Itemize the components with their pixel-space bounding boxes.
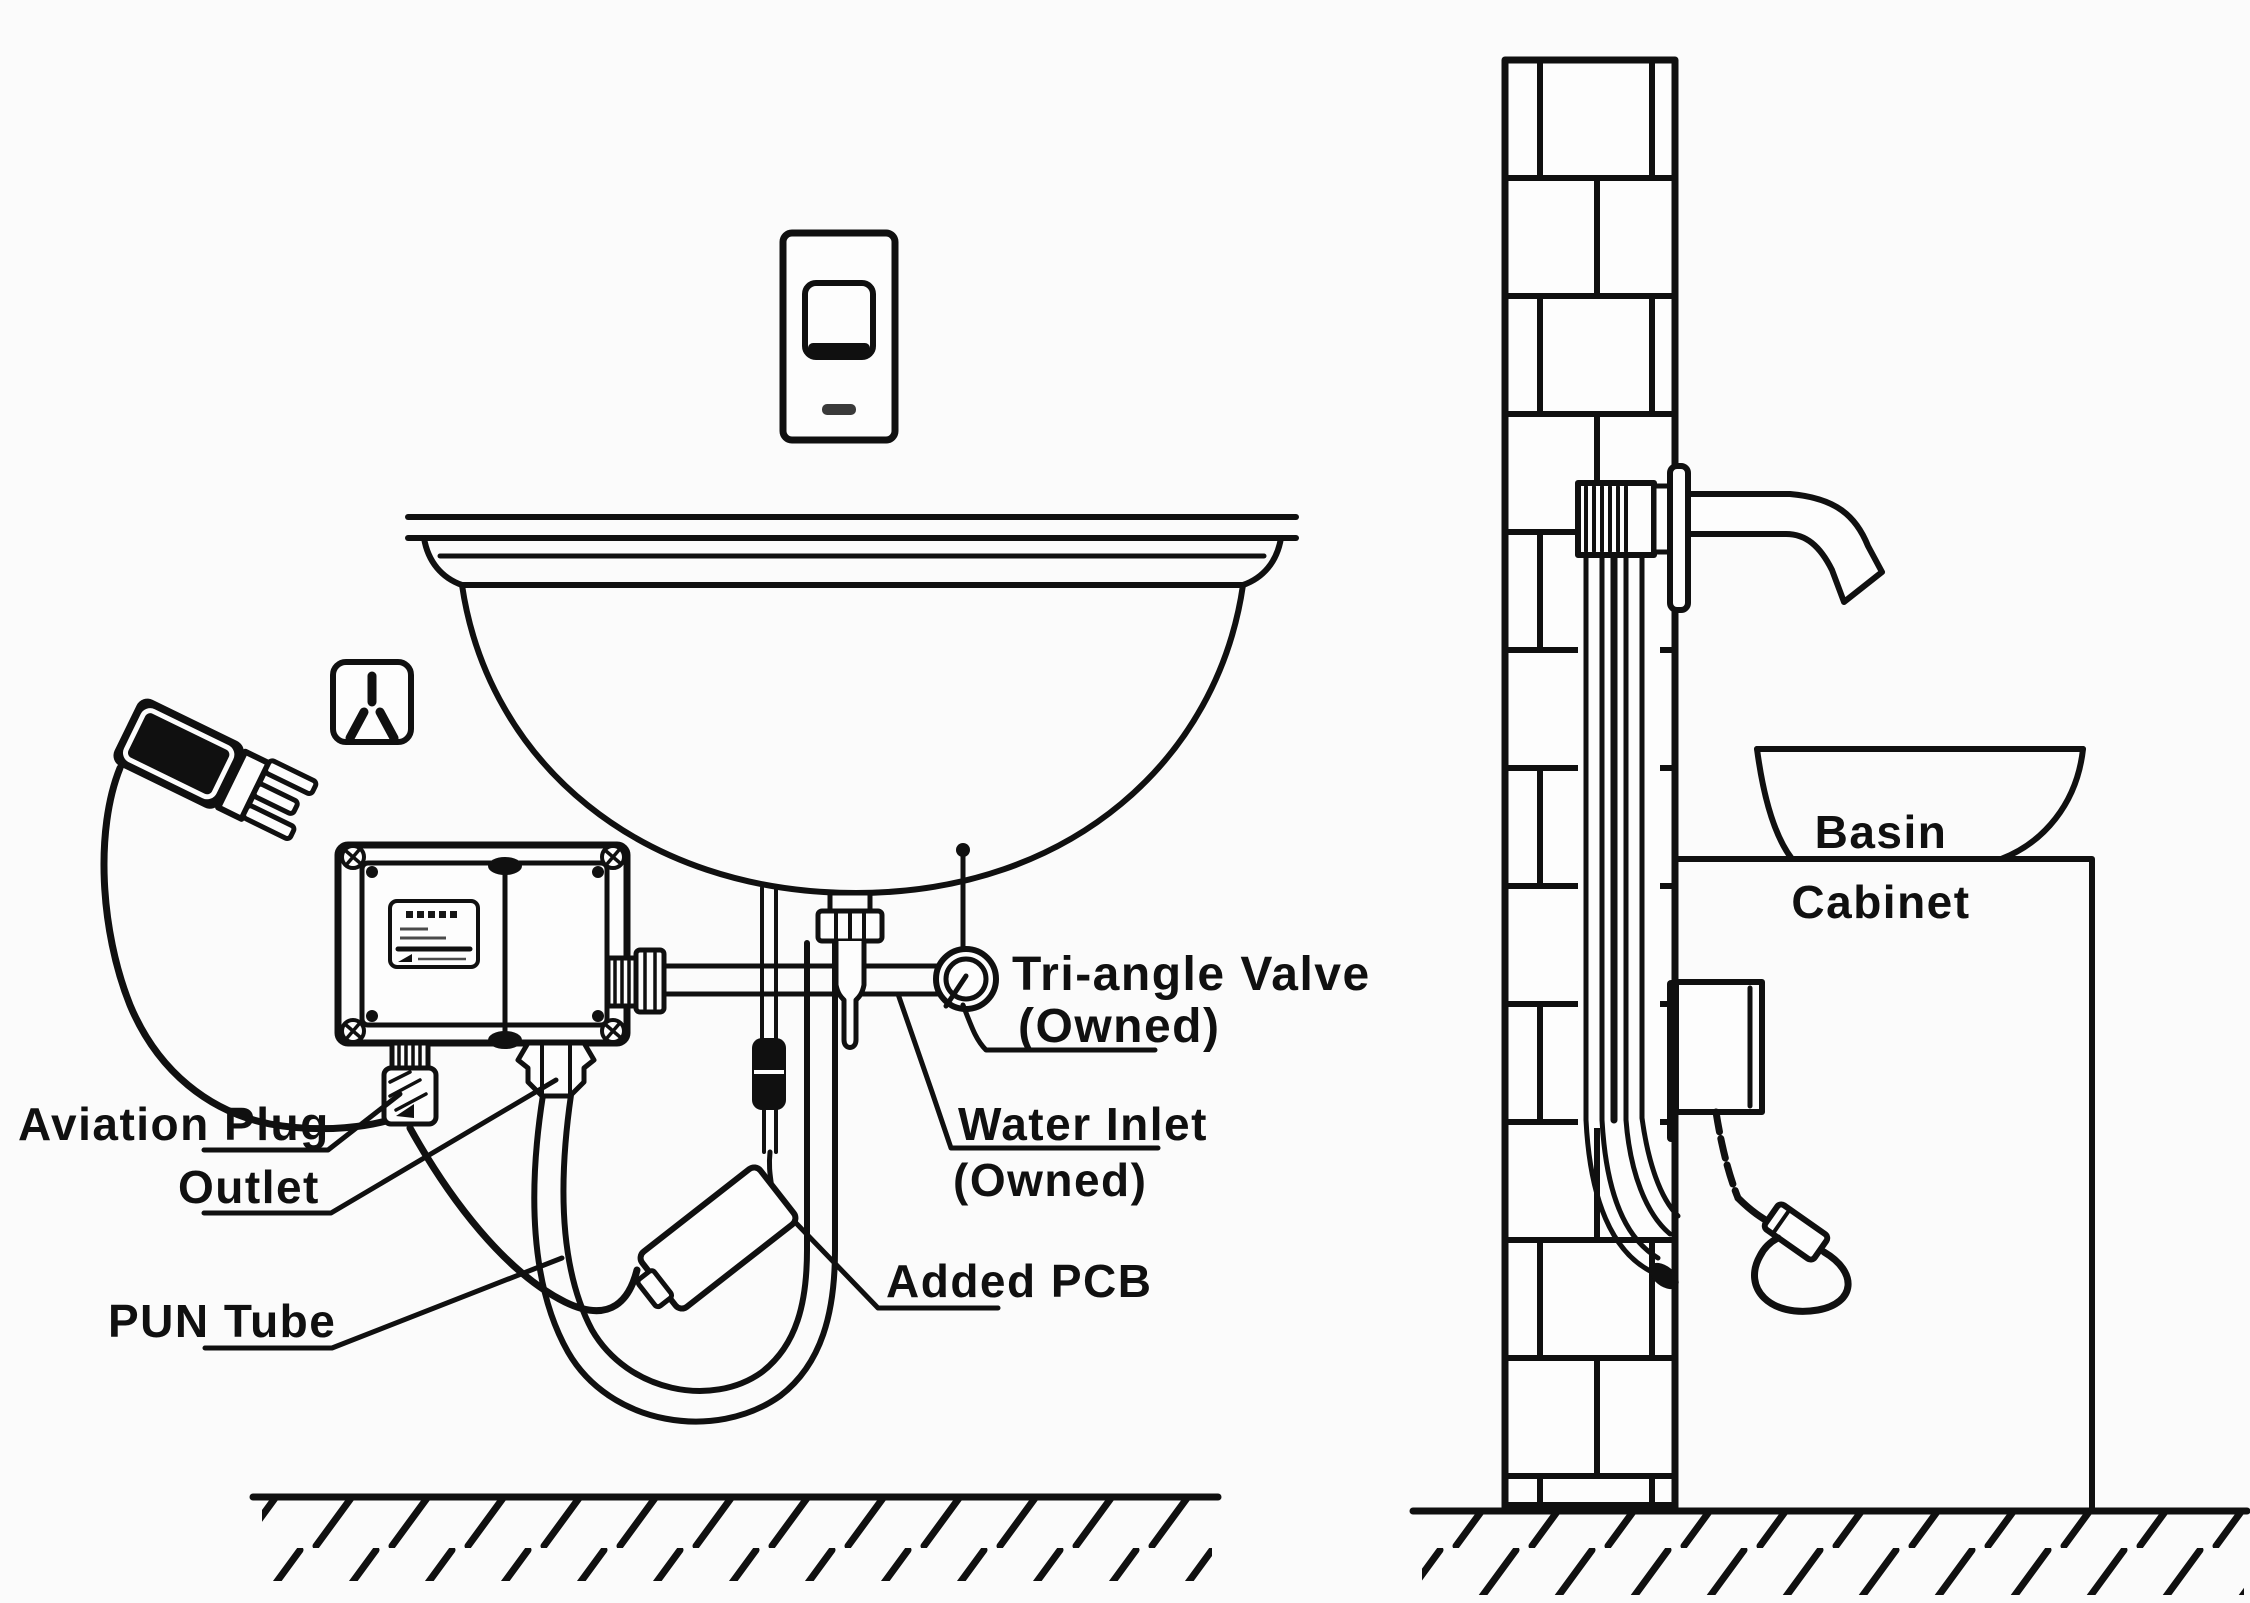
outlet-leader [201, 1077, 559, 1216]
label-basin: Basin [1815, 806, 1948, 858]
pun-tube-leader [202, 1255, 565, 1351]
box-inlet-connector [605, 947, 667, 1015]
label-pun-tube: PUN Tube [108, 1295, 336, 1347]
label-water-inlet-owned: (Owned) [953, 1154, 1147, 1206]
screw-icon [340, 844, 626, 1044]
added-pcb-leader [792, 1219, 1001, 1311]
label-outlet: Outlet [178, 1161, 320, 1213]
aviation-cable [406, 1124, 641, 1315]
power-cord [100, 764, 400, 1133]
sensor-box-cable [1712, 1108, 1742, 1202]
power-socket-icon [330, 659, 414, 745]
label-triangle-valve: Tri-angle Valve [1012, 948, 1371, 1001]
sensor-cable [752, 886, 786, 1195]
cabinet-outline [1672, 856, 2095, 1511]
label-water-inlet: Water Inlet [958, 1098, 1208, 1150]
triangle-valve [933, 843, 999, 1012]
label-aviation-plug: Aviation Plug [18, 1098, 330, 1150]
wall-switch [779, 229, 899, 444]
faucet [1575, 463, 1885, 613]
water-inlet-pipe [661, 963, 943, 997]
cable-loop [1751, 1234, 1852, 1315]
drain-tailpiece [815, 890, 885, 1050]
outlet-fitting [515, 1040, 597, 1099]
control-box-label-sticker [388, 899, 480, 969]
ground-left [249, 1493, 1222, 1581]
sensor-control-box [1667, 979, 1852, 1315]
ground-right [1409, 1507, 2250, 1595]
sink-counter [405, 514, 1299, 541]
basin-right [1754, 746, 2086, 862]
cable-plug [1761, 1201, 1831, 1263]
pipe-end-cap [1649, 1262, 1679, 1290]
label-cabinet: Cabinet [1791, 876, 1970, 928]
labels: Aviation Plug Outlet PUN Tube Added PCB … [18, 806, 1970, 1347]
aviation-plug-connector [381, 1040, 439, 1127]
faucet-spout [1685, 491, 1885, 605]
control-box [334, 841, 667, 1127]
in-wall-pipes [1578, 552, 1681, 1290]
aviation-plug-leader [201, 1091, 403, 1153]
sink-basin [421, 535, 1284, 896]
power-plug [113, 698, 319, 841]
added-pcb [635, 1164, 799, 1312]
label-leaders [201, 991, 1161, 1351]
switch-indicator [822, 404, 856, 415]
water-inlet-leader [895, 991, 1161, 1151]
pun-tube [531, 940, 838, 1425]
label-added-pcb: Added PCB [886, 1255, 1153, 1307]
triangle-valve-leader [960, 1002, 1158, 1053]
faucet-flange [1667, 463, 1691, 613]
switch-rocker-edge [808, 343, 870, 356]
label-triangle-valve-owned: (Owned) [1018, 1000, 1220, 1053]
